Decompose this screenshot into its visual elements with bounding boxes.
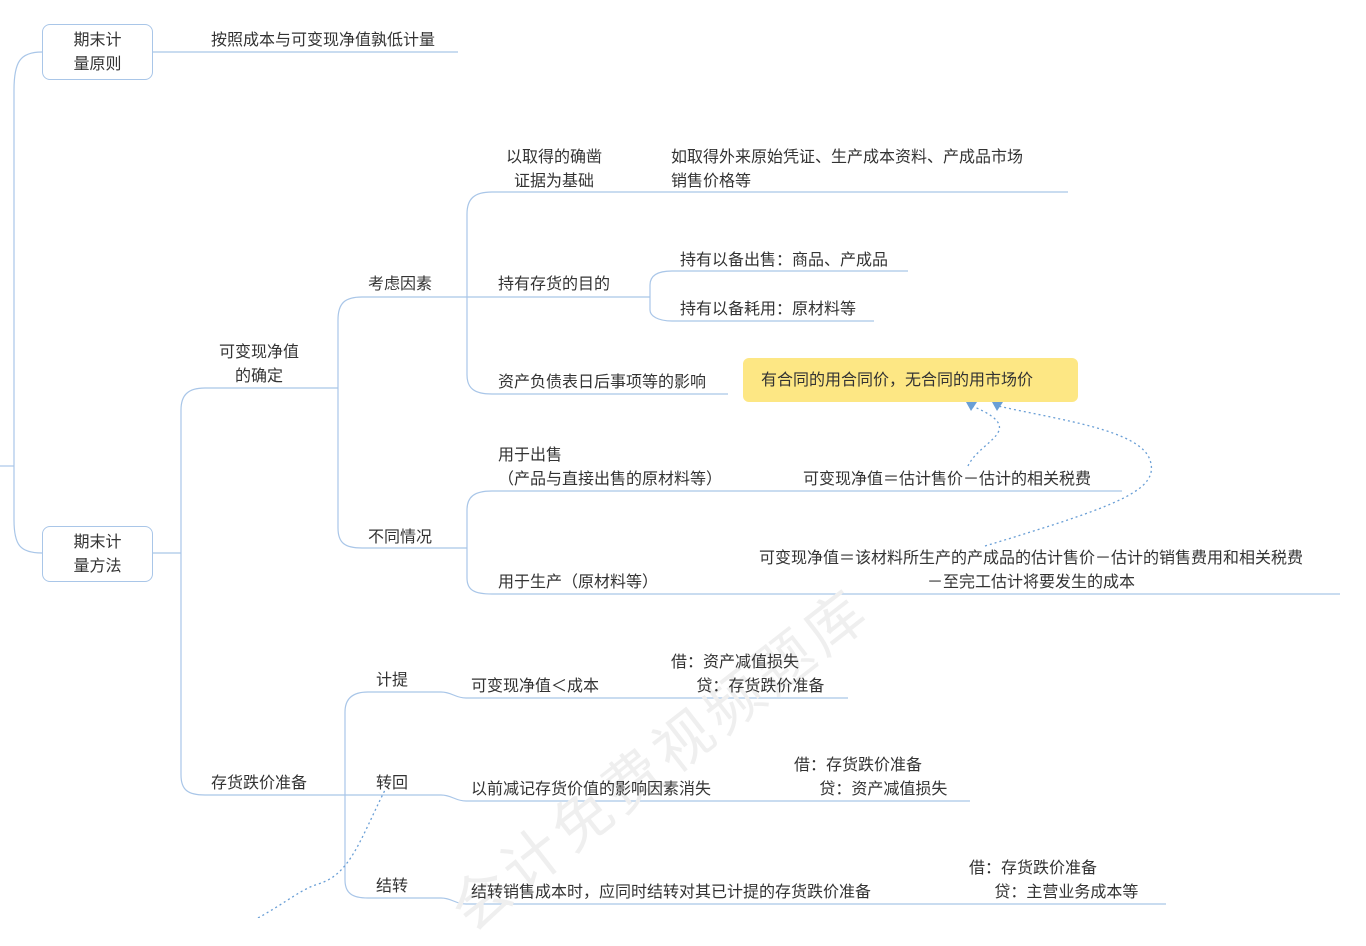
node-reverse-entry[interactable]: 借：存货跌价准备 贷：资产减值损失	[794, 755, 948, 798]
node-period-end-method-label: 期末计 量方法	[73, 532, 122, 575]
node-period-end-method[interactable]	[42, 526, 153, 582]
node-reverse[interactable]: 转回	[376, 773, 409, 792]
node-for-sale-formula[interactable]: 可变现净值＝估计售价－估计的相关税费	[803, 469, 1092, 488]
node-impairment-provision[interactable]: 存货跌价准备	[211, 773, 308, 792]
node-principle-detail[interactable]: 按照成本与可变现净值孰低计量	[211, 30, 436, 49]
node-different-situations[interactable]: 不同情况	[368, 527, 433, 546]
node-accrue-entry[interactable]: 借：资产减值损失 贷：存货跌价准备	[671, 652, 825, 695]
node-reverse-condition[interactable]: 以前减记存货价值的影响因素消失	[471, 779, 712, 798]
node-period-end-principle[interactable]	[42, 24, 153, 80]
node-contract-price-highlight[interactable]	[743, 358, 1078, 402]
node-period-end-principle-label: 期末计 量原则	[73, 30, 122, 73]
mindmap-connectors	[0, 51, 1340, 918]
node-accrue-condition[interactable]: 可变现净值＜成本	[471, 676, 600, 695]
node-hold-for-use[interactable]: 持有以备耗用：原材料等	[680, 299, 857, 318]
node-nrv-determination[interactable]: 可变现净值 的确定	[218, 342, 299, 385]
node-for-sale[interactable]: 用于出售 （产品与直接出售的原材料等）	[498, 445, 723, 488]
node-for-production[interactable]: 用于生产（原材料等）	[498, 572, 659, 591]
node-evidence-detail[interactable]: 如取得外来原始凭证、生产成本资料、产成品市场 销售价格等	[671, 147, 1024, 190]
node-hold-for-sale[interactable]: 持有以备出售：商品、产成品	[680, 250, 889, 269]
node-for-production-formula[interactable]: 可变现净值＝该材料所生产的产成品的估计售价－估计的销售费用和相关税费 －至完工估…	[758, 548, 1303, 591]
node-carry-over[interactable]: 结转	[376, 876, 409, 895]
node-holding-purpose[interactable]: 持有存货的目的	[498, 274, 611, 293]
node-carry-over-entry[interactable]: 借：存货跌价准备 贷：主营业务成本等	[969, 858, 1139, 901]
node-carry-over-condition[interactable]: 结转销售成本时，应同时结转对其已计提的存货跌价准备	[471, 882, 872, 901]
node-accrue[interactable]: 计提	[376, 670, 409, 689]
node-contract-price: 有合同的用合同价，无合同的用市场价	[761, 370, 1034, 389]
node-post-balance-events[interactable]: 资产负债表日后事项等的影响	[498, 372, 707, 391]
node-reliable-evidence[interactable]: 以取得的确凿 证据为基础	[505, 147, 602, 190]
node-consider-factors[interactable]: 考虑因素	[368, 274, 433, 293]
